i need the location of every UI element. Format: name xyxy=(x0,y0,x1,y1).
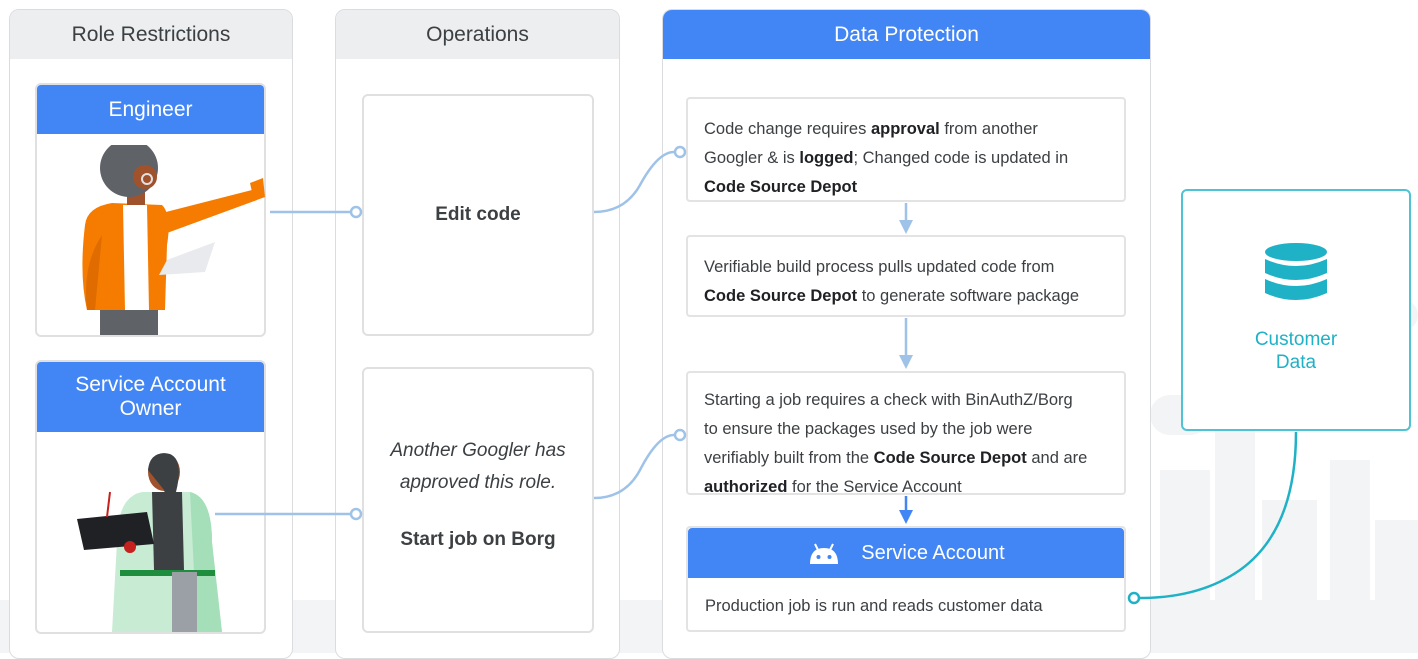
column-header-roles: Role Restrictions xyxy=(10,10,292,59)
service-owner-title: Service Account Owner xyxy=(37,362,264,432)
arrowhead-step2 xyxy=(899,220,913,234)
service-owner-illustration xyxy=(77,453,222,632)
step3-bold-authorized: authorized xyxy=(704,478,788,496)
step3-bold-depot: Code Source Depot xyxy=(873,449,1027,467)
verifiable-build-step: Verifiable build process pulls updated c… xyxy=(686,235,1126,317)
code-approval-step: Code change requires approval from anoth… xyxy=(686,97,1126,202)
edit-code-card: Edit code xyxy=(362,94,594,336)
edit-to-step1-connector xyxy=(593,150,675,214)
step3-line2: to ensure the packages used by the job w… xyxy=(704,420,1033,438)
engineer-illustration xyxy=(82,145,265,335)
step1-bold-logged: logged xyxy=(799,149,854,167)
start-job-card: Another Googler has approved this role. … xyxy=(362,367,594,633)
step2-line1: Verifiable build process pulls updated c… xyxy=(704,258,1055,276)
step3-text-c: verifiably built from the xyxy=(704,449,874,467)
service-account-body: Production job is run and reads customer… xyxy=(705,597,1043,615)
service-account-box: Service Account Production job is run an… xyxy=(686,526,1126,632)
step1-line1: Code change requires approval from anoth… xyxy=(704,115,1108,144)
step1-line2: Googler & is logged; Changed code is upd… xyxy=(704,144,1108,173)
step1-text-d: ; Changed code is updated in xyxy=(853,149,1069,167)
service-account-owner-card: Service Account Owner xyxy=(35,360,266,634)
edit-code-port xyxy=(349,205,363,219)
customer-data-box: Customer Data xyxy=(1181,189,1411,431)
engineer-role-card: Engineer xyxy=(35,83,266,337)
step3-line1: Starting a job requires a check with Bin… xyxy=(704,391,1073,409)
step2-line2: Code Source Depot to generate software p… xyxy=(704,282,1108,311)
arrowhead-step3 xyxy=(899,355,913,369)
step1-bold-approval: approval xyxy=(870,120,940,138)
borg-to-step3-connector xyxy=(593,433,675,500)
service-owner-title-line2: Owner xyxy=(119,397,182,420)
step2-text-b: to generate software package xyxy=(857,287,1080,305)
start-job-port xyxy=(349,507,363,521)
engineer-title: Engineer xyxy=(37,85,264,134)
step1-port xyxy=(673,145,687,159)
arrowhead-service xyxy=(899,510,913,524)
step1-text-b: from another xyxy=(939,120,1038,138)
approval-note-line1: Another Googler has xyxy=(390,440,566,461)
start-job-label: Start job on Borg xyxy=(400,529,556,550)
approval-note: Another Googler has approved this role. xyxy=(364,435,592,499)
approval-note-line2: approved this role. xyxy=(399,472,557,493)
service-to-customer-connector xyxy=(1139,431,1298,600)
column-header-protection: Data Protection xyxy=(663,10,1150,59)
step3-text-d: and are xyxy=(1026,449,1088,467)
step1-text-c: Googler & is xyxy=(704,149,800,167)
step2-bold-depot: Code Source Depot xyxy=(704,287,858,305)
android-icon xyxy=(810,543,839,564)
step1-text-a: Code change requires xyxy=(704,120,871,138)
edit-code-label: Edit code xyxy=(435,204,521,225)
service-account-header: Service Account xyxy=(688,528,1124,578)
service-account-port xyxy=(1127,591,1141,605)
database-icon xyxy=(1265,243,1327,300)
service-owner-title-line1: Service Account xyxy=(75,373,226,396)
step1-line3: Code Source Depot xyxy=(704,173,1108,202)
step1-bold-depot: Code Source Depot xyxy=(704,178,858,196)
customer-data-label: Customer Data xyxy=(1183,328,1409,374)
step3-port xyxy=(673,428,687,442)
column-header-operations: Operations xyxy=(336,10,619,59)
service-account-title: Service Account xyxy=(861,541,1005,564)
step3-line4: authorized for the Service Account xyxy=(704,473,1108,502)
customer-data-line1: Customer xyxy=(1254,329,1338,350)
step3-text-e: for the Service Account xyxy=(787,478,962,496)
binauthz-check-step: Starting a job requires a check with Bin… xyxy=(686,371,1126,496)
step3-line3: verifiably built from the Code Source De… xyxy=(704,444,1108,473)
customer-data-line2: Data xyxy=(1275,352,1317,373)
